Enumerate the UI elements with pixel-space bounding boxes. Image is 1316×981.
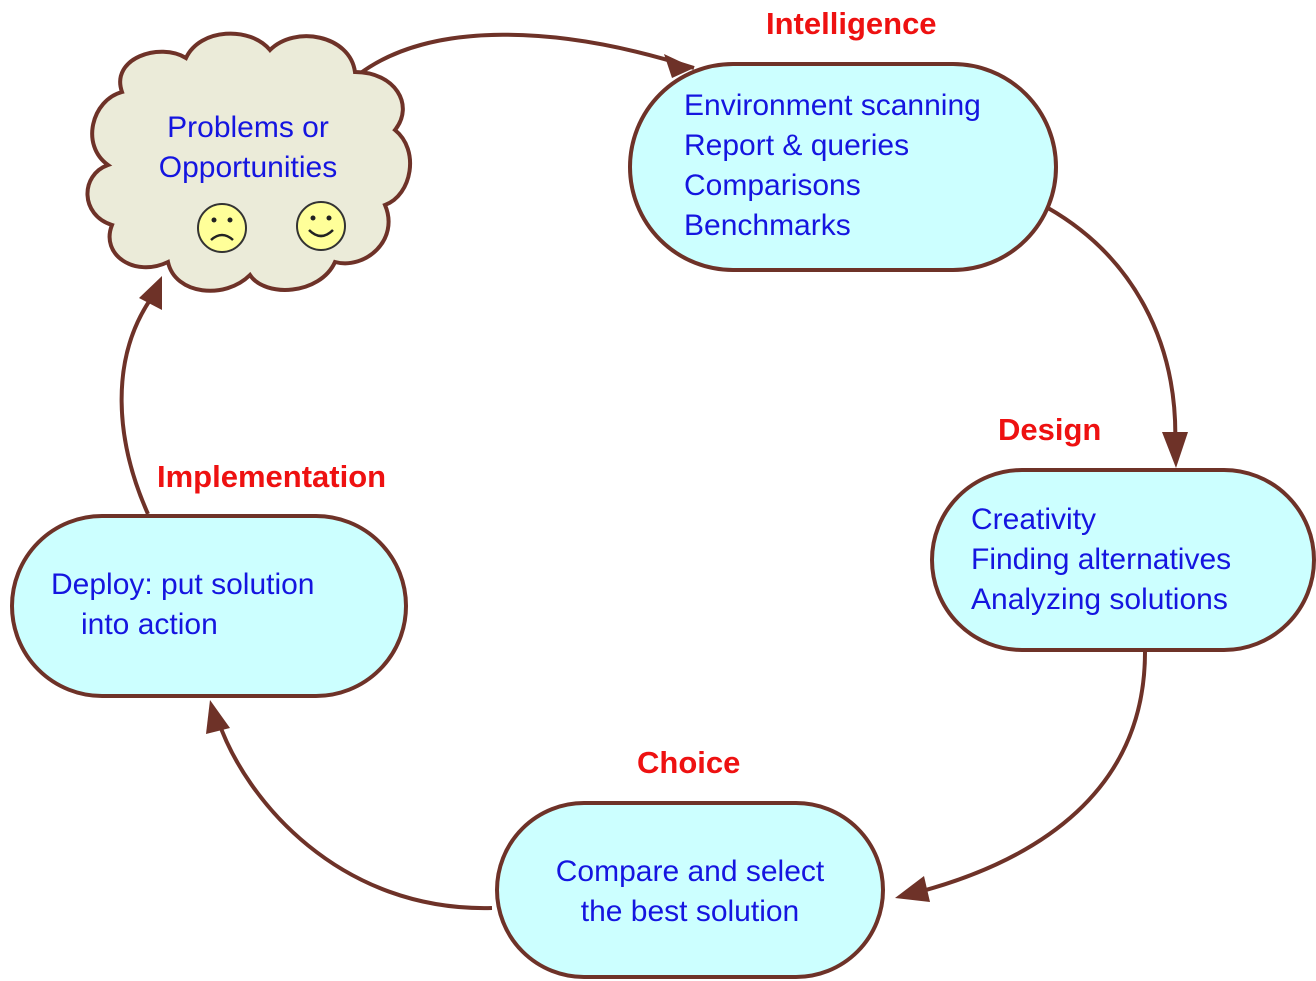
choice-box [495,801,885,979]
arrowhead-cloud [139,276,162,310]
arrow-design-to-choice [914,651,1147,895]
arrowhead-intelligence [664,54,694,78]
cloud-text: Problems or Opportunities [116,108,380,188]
list-item: Deploy: put solution [51,568,315,601]
list-item: Report & queries [684,129,910,162]
list-item: into action [81,608,218,641]
list-item: Compare and select [555,855,825,888]
intelligence-title: Intelligence [766,6,937,41]
arrowhead-design [1162,432,1188,468]
list-item: Analyzing solutions [971,583,1228,616]
cloud-line-1: Problems or [167,111,329,144]
list-item: Finding alternatives [971,543,1232,576]
frown-face-icon [197,203,247,253]
cloud-line-2: Opportunities [158,151,338,184]
list-item: Environment scanning [684,89,981,122]
list-item: Comparisons [684,169,861,202]
list-item: Benchmarks [684,209,851,242]
arrowhead-choice [895,876,930,902]
list-item: the best solution [580,895,800,928]
intelligence-list: Environment scanning Report & queries Co… [684,86,981,246]
intelligence-box [628,62,1058,272]
design-box [930,468,1316,652]
design-list: Creativity Finding alternatives Analyzin… [971,500,1231,620]
arrow-choice-to-implementation [216,719,493,911]
choice-title: Choice [637,745,741,780]
choice-list: Compare and select the best solution [497,852,883,932]
implementation-list: Deploy: put solution into action [51,565,315,645]
arrowhead-implementation [206,700,230,734]
list-item: Creativity [971,503,1097,536]
design-title: Design [998,412,1102,447]
arrow-intelligence-to-design [1047,206,1178,451]
smile-face-icon [296,201,346,251]
implementation-title: Implementation [157,459,387,494]
arrow-implementation-to-cloud [119,298,152,515]
implementation-box [10,514,408,698]
arrow-cloud-to-intelligence [356,32,695,77]
